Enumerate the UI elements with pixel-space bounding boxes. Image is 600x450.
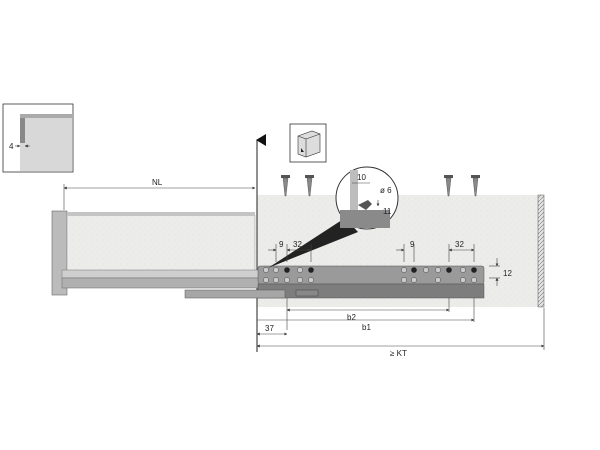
mounting-holes-rear [401,267,477,283]
dim-37: 37 [265,324,274,333]
screw-icon [281,175,290,197]
cabinet-3d-icon [289,123,327,163]
dim-9-left: 9 [279,240,284,249]
screw-icon [471,175,480,197]
dim-32-right: 32 [455,240,464,249]
dim-12: 12 [503,269,512,278]
dim-b1: b1 [362,323,371,332]
zoom-dim-10: 10 [357,173,366,182]
dim-nl: NL [152,178,163,187]
zoom-dim-11: 11 [383,207,392,216]
dim-32-left: 32 [293,240,302,249]
zoom-callout: 10 ø 6 11 [268,166,399,268]
inset-detail: 4 [2,103,74,173]
mounting-holes-front [263,267,314,283]
drawer-box [51,210,263,296]
dim-kt: ≥ KT [390,349,407,358]
screw-icon [305,175,314,197]
cabinet-back-wall [537,194,545,308]
front-reference-arrow-icon [256,134,266,146]
zoom-dim-d6: ø 6 [380,186,392,195]
inset-dim-4: 4 [9,142,14,151]
dim-9-right: 9 [410,240,415,249]
screw-icon [444,175,453,197]
dim-b2: b2 [347,313,356,322]
